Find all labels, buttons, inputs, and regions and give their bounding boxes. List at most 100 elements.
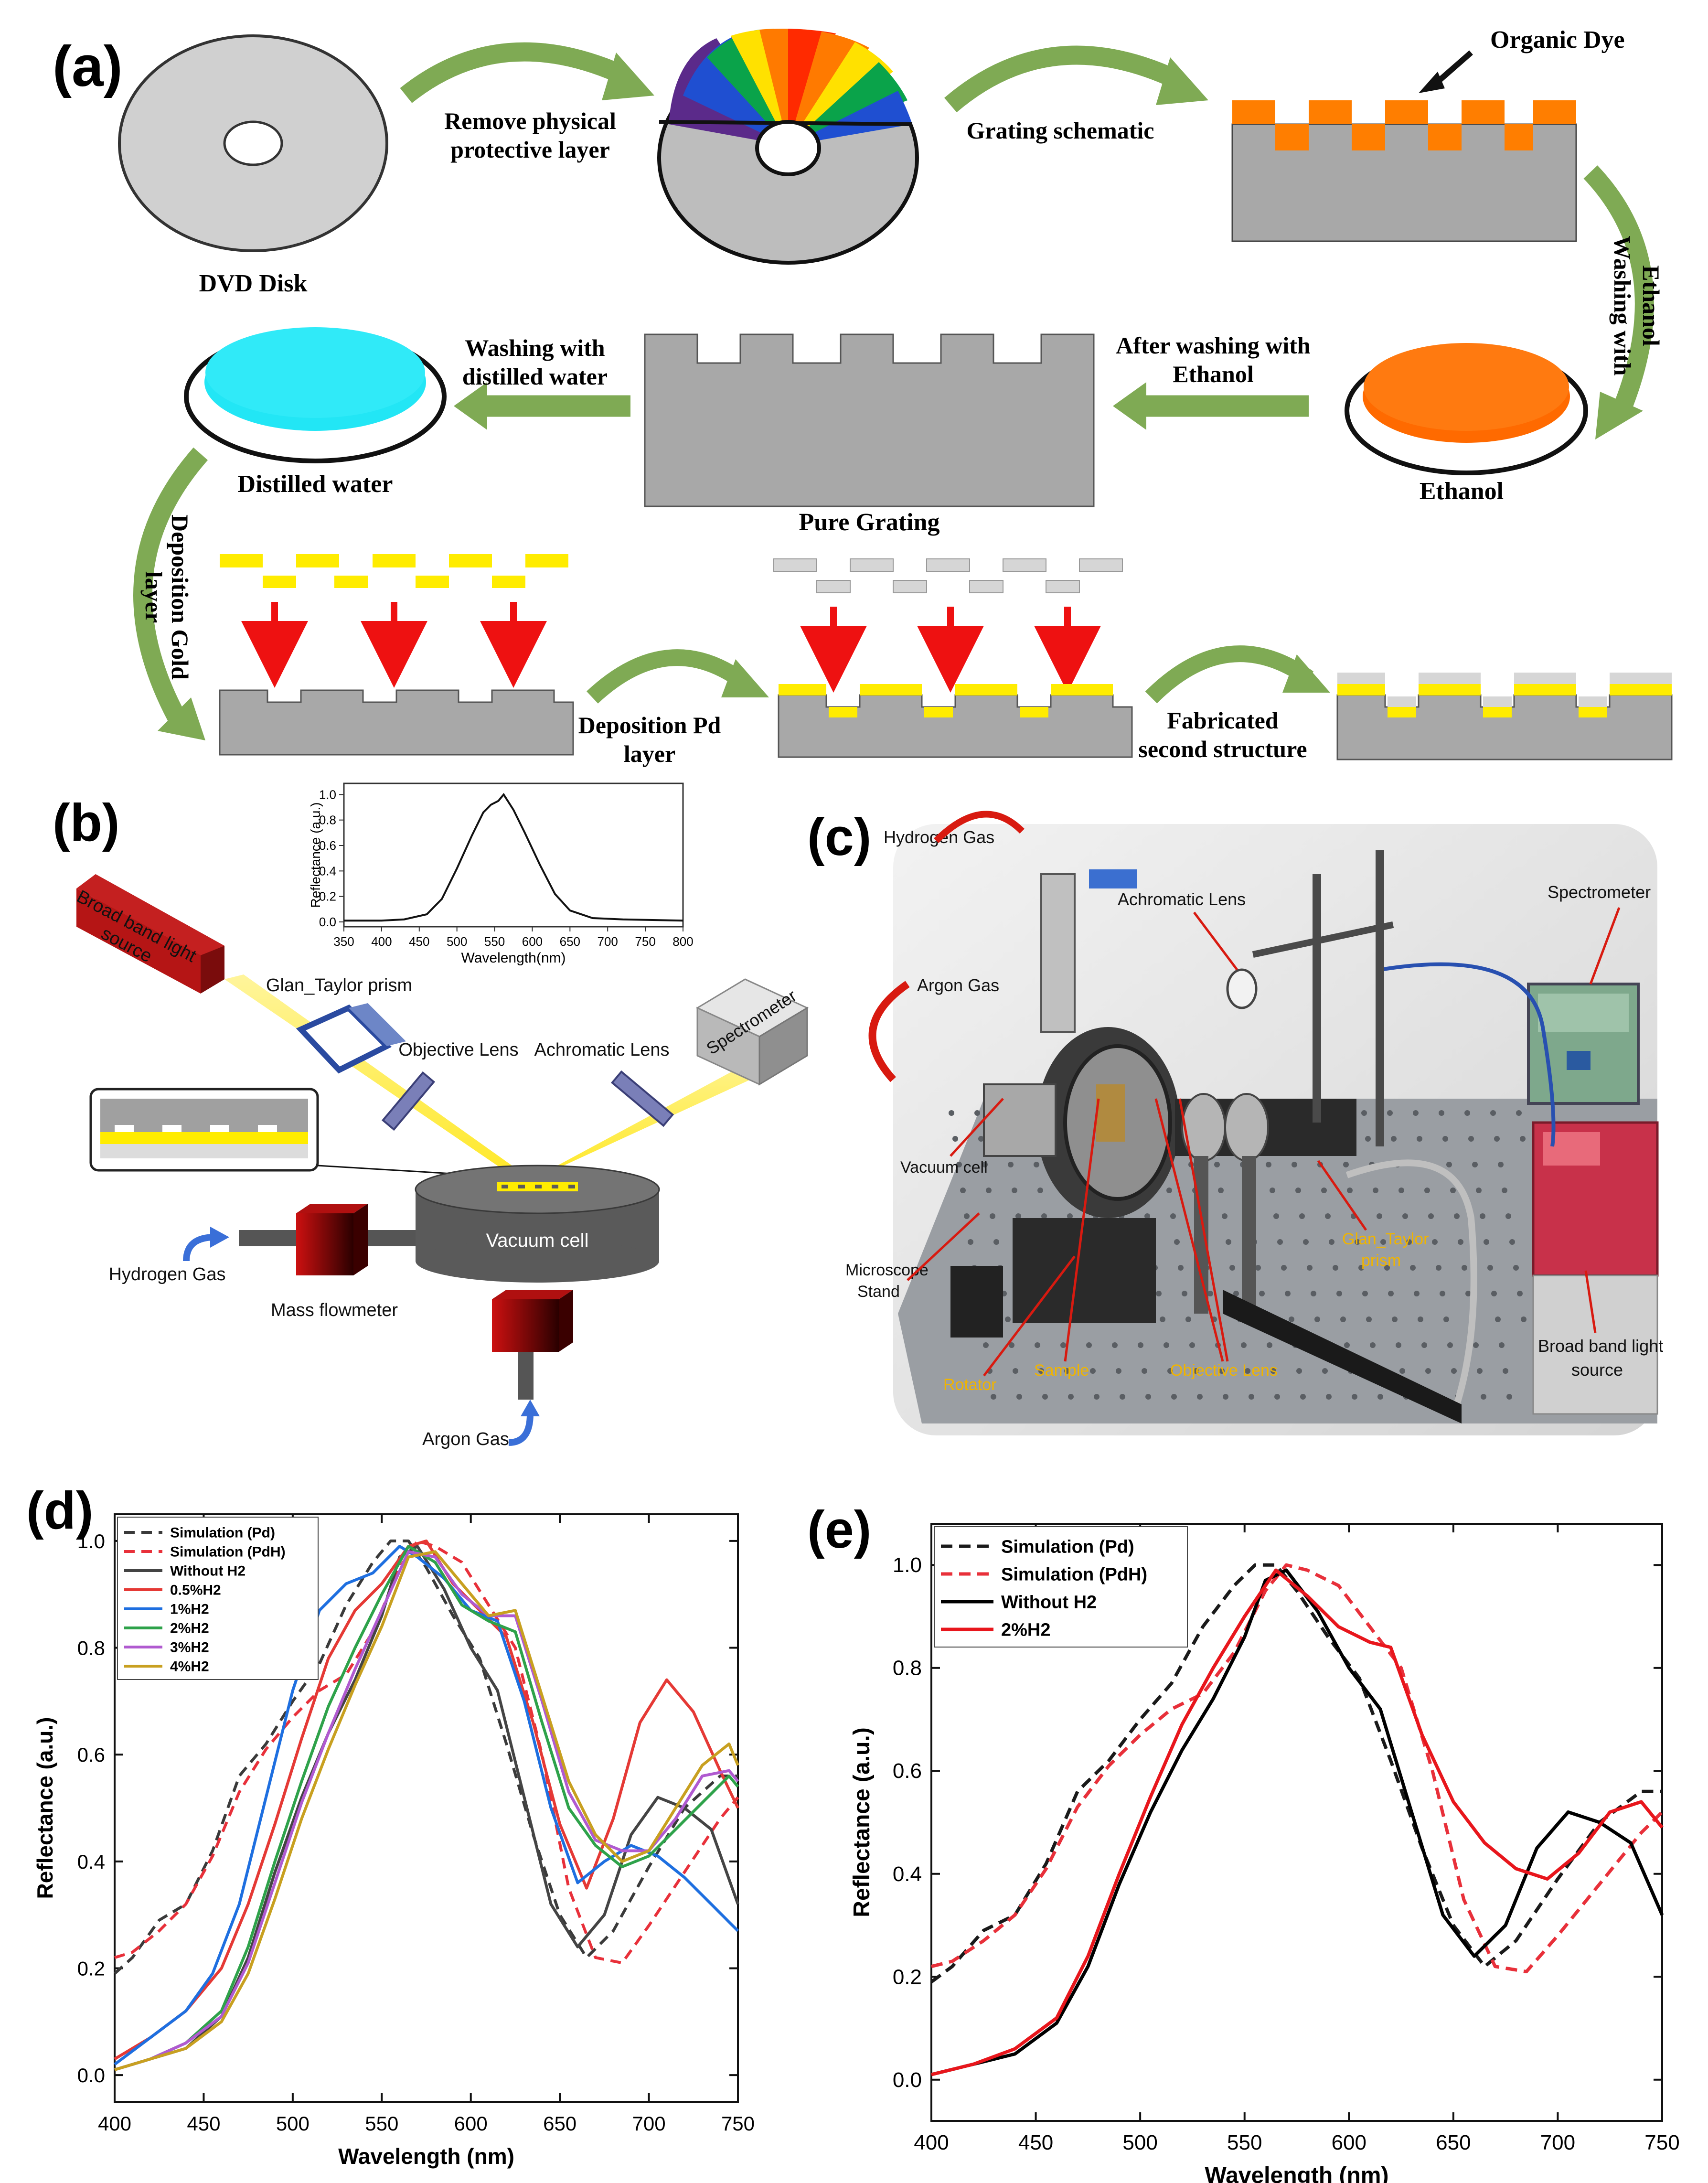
series-line-0: [113, 1539, 738, 1975]
table-hole: [1481, 1394, 1486, 1400]
legend-label: 4%H2: [170, 1659, 209, 1675]
pointer-line: [1178, 1098, 1229, 1362]
optics-rail: [1175, 1093, 1462, 1423]
light-source-icon: [76, 874, 224, 994]
table-hole: [993, 1239, 999, 1245]
inset-ytick-label: 0.0: [319, 915, 336, 929]
vacuum-cell-label: Vacuum cell: [486, 1230, 589, 1251]
table-hole: [1249, 1394, 1254, 1400]
legend-box: [117, 1517, 319, 1680]
table-hole: [1015, 1213, 1021, 1219]
table-hole: [1399, 1368, 1405, 1374]
hydrogen-gas-label: Hydrogen Gas: [108, 1264, 225, 1284]
table-hole: [1513, 1265, 1519, 1271]
y-tick-label: 1.0: [893, 1553, 922, 1577]
x-tick-label: 750: [721, 2112, 755, 2135]
table-hole: [1432, 1239, 1438, 1245]
fiber-cable: [1345, 1159, 1477, 1406]
legend-label: 3%H2: [170, 1640, 209, 1656]
table-hole: [1499, 1342, 1505, 1348]
table-hole: [1490, 1110, 1496, 1116]
table-hole: [1380, 1239, 1386, 1245]
table-hole: [1343, 1162, 1349, 1167]
pointer-line: [1317, 1160, 1367, 1231]
achromatic-lens-stand: [1226, 850, 1394, 1146]
inset-ytick-label: 0.8: [319, 813, 336, 827]
gas-pipe-icon: [518, 1352, 534, 1400]
pointer-line: [1193, 911, 1238, 971]
table-hole: [983, 1342, 989, 1348]
arrowhead-icon: [454, 382, 487, 430]
table-hole: [1484, 1239, 1489, 1245]
table-hole: [1185, 1316, 1191, 1322]
table-hole: [1296, 1368, 1302, 1374]
x-tick-label: 550: [1227, 2131, 1262, 2154]
curved-arrow-icon: [1583, 165, 1654, 419]
inset-xtick-label: 500: [447, 934, 467, 949]
table-hole: [1034, 1162, 1039, 1167]
table-hole: [1245, 1368, 1250, 1374]
dvd-disk-icon: [118, 34, 388, 252]
table-hole: [1214, 1162, 1220, 1167]
legend-label: Without H2: [170, 1563, 246, 1579]
argon-gas-label: Argon Gas: [422, 1429, 509, 1449]
table-hole: [1451, 1368, 1457, 1374]
x-tick-label: 650: [1436, 2131, 1471, 2154]
table-hole: [982, 1162, 988, 1167]
table-hole: [1005, 1316, 1011, 1322]
pointer-line: [950, 1098, 1004, 1157]
grating-schematic-label: Grating schematic: [967, 117, 1154, 144]
inset-ytick-label: 0.4: [319, 864, 336, 878]
vacuum-cell-icon: [415, 1165, 660, 1283]
washing-water-line2: distilled water: [462, 363, 608, 390]
gold-deposition-icon: [220, 554, 568, 588]
table-hole: [1090, 1368, 1096, 1374]
mass-flowmeter-label: Mass flowmeter: [271, 1300, 398, 1320]
table-hole: [1517, 1291, 1523, 1296]
table-hole: [1086, 1342, 1092, 1348]
inset-xtick-label: 750: [635, 934, 655, 949]
arrowhead-icon: [521, 1400, 540, 1416]
fabricated-line1: Fabricated: [1167, 707, 1278, 734]
table-hole: [1439, 1110, 1444, 1116]
table-hole: [1450, 1188, 1456, 1193]
series-line-4: [114, 1545, 739, 2066]
table-hole: [1498, 1162, 1504, 1167]
inset-ytick-label: 1.0: [319, 787, 336, 802]
curved-arrow-icon: [1145, 645, 1314, 704]
table-hole: [1491, 1291, 1497, 1296]
ethanol-label: Ethanol: [1420, 478, 1504, 505]
x-tick-label: 550: [365, 2112, 398, 2135]
inset-xtick-label: 600: [522, 934, 543, 949]
table-hole: [1443, 1316, 1449, 1322]
table-hole: [1009, 1342, 1014, 1348]
legend-label: Simulation (PdH): [1001, 1564, 1147, 1584]
inset-xtick-label: 650: [560, 934, 580, 949]
table-hole: [1440, 1291, 1445, 1296]
table-hole: [949, 1110, 954, 1116]
table-hole: [1477, 1368, 1483, 1374]
table-hole: [1311, 1291, 1316, 1296]
table-hole: [1391, 1136, 1397, 1142]
table-hole: [1226, 1239, 1231, 1245]
table-hole: [1270, 1368, 1276, 1374]
table-hole: [964, 1213, 970, 1219]
inset-xtick-label: 450: [409, 934, 429, 949]
table-hole: [1233, 1291, 1239, 1296]
table-hole: [1333, 1265, 1338, 1271]
table-hole: [1446, 1162, 1452, 1167]
table-hole: [1037, 1188, 1043, 1193]
table-hole: [1307, 1265, 1313, 1271]
legend-label: Simulation (Pd): [170, 1525, 275, 1541]
table-hole: [1377, 1394, 1383, 1400]
after-washing-line2: Ethanol: [1173, 361, 1254, 387]
legend-label: Simulation (Pd): [1001, 1537, 1134, 1557]
legend: Simulation (Pd)Simulation (PdH)Without H…: [117, 1517, 319, 1680]
table-hole: [1365, 1136, 1371, 1142]
table-hole: [1447, 1342, 1453, 1348]
table-hole: [1116, 1368, 1121, 1374]
y-tick-label: 1.0: [77, 1530, 105, 1552]
table-hole: [1267, 1342, 1272, 1348]
pointer-line: [1064, 1098, 1100, 1362]
pure-grating-icon: [644, 333, 1095, 507]
